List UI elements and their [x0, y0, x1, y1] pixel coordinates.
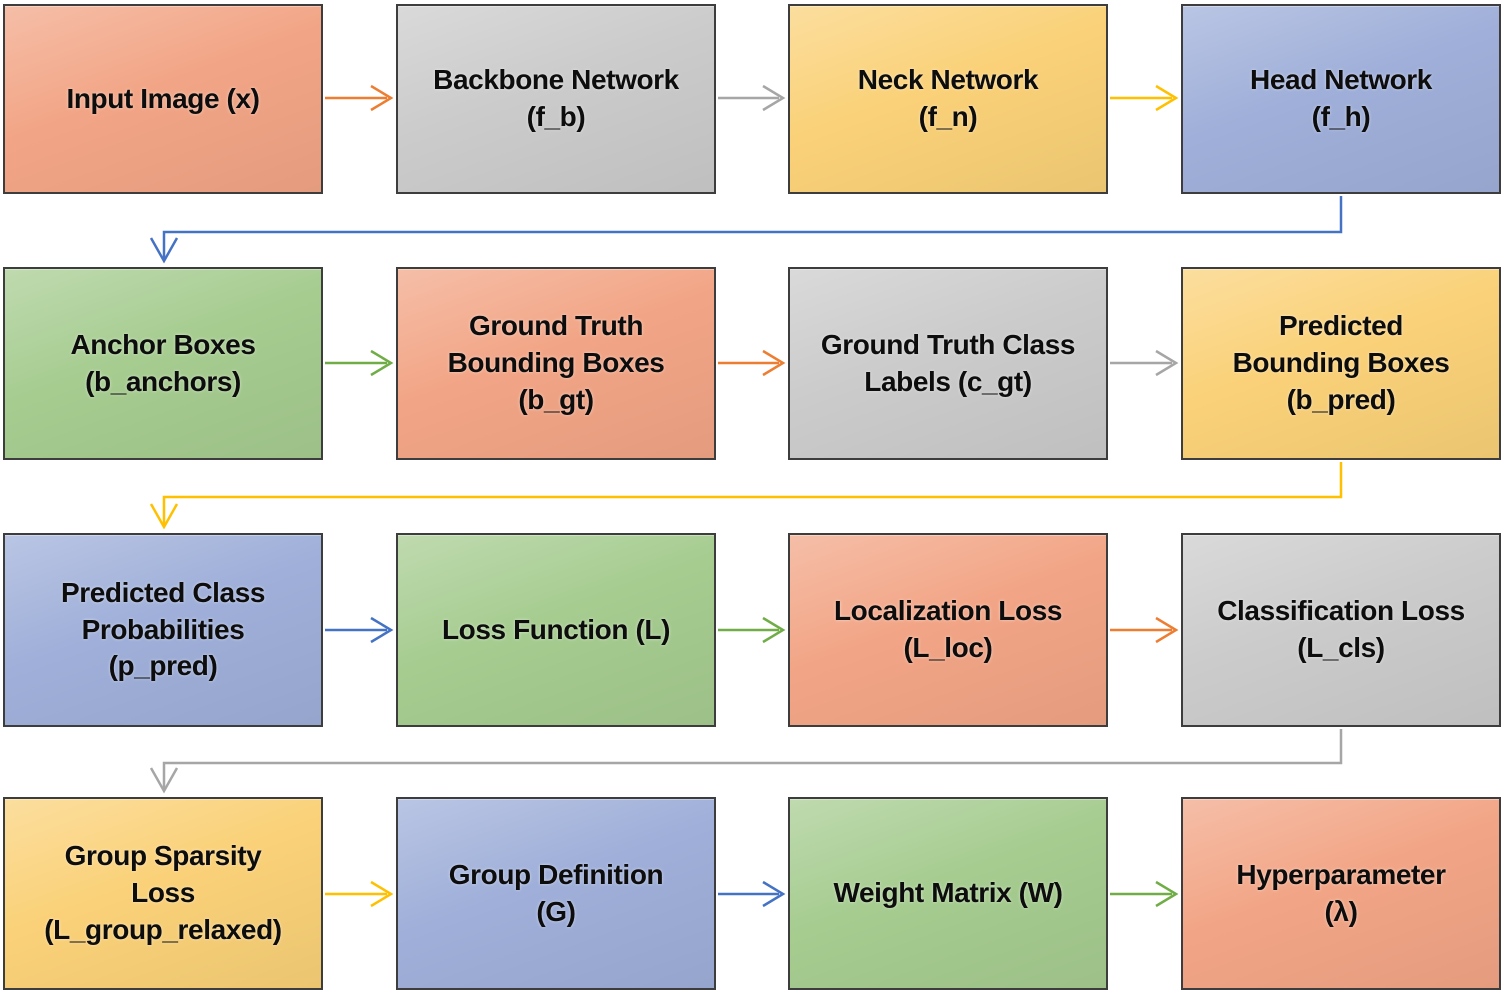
arrowhead-right-icon — [762, 349, 786, 377]
connector-neck-network-to-head-network — [1110, 84, 1179, 112]
node-loss-function: Loss Function (L) — [396, 533, 716, 727]
node-classification-loss: Classification Loss (L_cls) — [1181, 533, 1501, 727]
node-group-definition: Group Definition (G) — [396, 797, 716, 990]
node-label-neck-network: Neck Network (f_n) — [857, 64, 1039, 132]
node-label-ground-truth-class-labels: Ground Truth Class Labels (c_gt) — [820, 328, 1076, 397]
node-head-network: Head Network (f_h) — [1181, 4, 1501, 194]
node-ground-truth-class-labels: Ground Truth Class Labels (c_gt) — [788, 267, 1108, 460]
node-label-backbone-network: Backbone Network (f_b) — [433, 64, 679, 132]
arrowhead-right-icon — [762, 880, 786, 908]
connector-head-network-to-anchor-boxes — [149, 196, 1343, 264]
node-anchor-boxes: Anchor Boxes (b_anchors) — [3, 267, 323, 460]
connector-input-image-to-backbone-network — [325, 84, 394, 112]
node-input-image: Input Image (x) — [3, 4, 323, 194]
connector-classification-loss-to-group-sparsity-loss — [149, 729, 1343, 794]
arrowhead-right-icon — [370, 616, 394, 644]
connector-group-sparsity-loss-to-group-definition — [325, 880, 394, 908]
node-weight-matrix: Weight Matrix (W) — [788, 797, 1108, 990]
connector-weight-matrix-to-hyperparameter — [1110, 880, 1179, 908]
arrowhead-right-icon — [1155, 349, 1179, 377]
connector-backbone-network-to-neck-network — [718, 84, 786, 112]
arrowhead-right-icon — [1155, 616, 1179, 644]
node-hyperparameter: Hyperparameter (λ) — [1181, 797, 1501, 990]
connector-ground-truth-class-labels-to-predicted-bounding-boxes — [1110, 349, 1179, 377]
node-label-group-sparsity-loss: Group Sparsity Loss (L_group_relaxed) — [44, 840, 282, 945]
connector-group-definition-to-weight-matrix — [718, 880, 786, 908]
arrowhead-right-icon — [762, 616, 786, 644]
connector-predicted-bounding-boxes-to-predicted-class-probabilities — [149, 462, 1343, 530]
node-localization-loss: Localization Loss (L_loc) — [788, 533, 1108, 727]
node-label-group-definition: Group Definition (G) — [448, 858, 664, 927]
node-predicted-class-probabilities: Predicted Class Probabilities (p_pred) — [3, 533, 323, 727]
node-label-loss-function: Loss Function (L) — [441, 613, 671, 645]
connector-anchor-boxes-to-ground-truth-bounding-boxes — [325, 349, 394, 377]
node-label-ground-truth-bounding-boxes: Ground Truth Bounding Boxes (b_gt) — [447, 310, 665, 415]
node-label-hyperparameter: Hyperparameter (λ) — [1236, 858, 1446, 927]
node-group-sparsity-loss: Group Sparsity Loss (L_group_relaxed) — [3, 797, 323, 990]
connector-elbow-line — [162, 196, 1343, 259]
arrowhead-right-icon — [1155, 880, 1179, 908]
node-predicted-bounding-boxes: Predicted Bounding Boxes (b_pred) — [1181, 267, 1501, 460]
arrowhead-right-icon — [370, 84, 394, 112]
node-label-head-network: Head Network (f_h) — [1250, 64, 1432, 132]
connector-elbow-line — [162, 462, 1343, 525]
arrowhead-right-icon — [1155, 84, 1179, 112]
node-label-predicted-class-probabilities: Predicted Class Probabilities (p_pred) — [60, 576, 266, 682]
node-ground-truth-bounding-boxes: Ground Truth Bounding Boxes (b_gt) — [396, 267, 716, 460]
arrowhead-right-icon — [370, 349, 394, 377]
node-label-anchor-boxes: Anchor Boxes (b_anchors) — [70, 328, 256, 397]
arrowhead-down-icon — [149, 503, 179, 530]
arrowhead-right-icon — [762, 84, 786, 112]
connector-localization-loss-to-classification-loss — [1110, 616, 1179, 644]
connector-predicted-class-probabilities-to-loss-function — [325, 616, 394, 644]
node-label-weight-matrix: Weight Matrix (W) — [833, 877, 1063, 909]
node-label-predicted-bounding-boxes: Predicted Bounding Boxes (b_pred) — [1232, 310, 1450, 415]
connector-loss-function-to-localization-loss — [718, 616, 786, 644]
arrowhead-down-icon — [149, 767, 179, 794]
node-neck-network: Neck Network (f_n) — [788, 4, 1108, 194]
node-label-input-image: Input Image (x) — [66, 82, 260, 114]
node-label-classification-loss: Classification Loss (L_cls) — [1217, 595, 1465, 663]
arrowhead-right-icon — [370, 880, 394, 908]
node-label-localization-loss: Localization Loss (L_loc) — [833, 595, 1063, 663]
connector-ground-truth-bounding-boxes-to-ground-truth-class-labels — [718, 349, 786, 377]
connector-elbow-line — [162, 729, 1343, 789]
node-backbone-network: Backbone Network (f_b) — [396, 4, 716, 194]
arrowhead-down-icon — [149, 237, 179, 264]
